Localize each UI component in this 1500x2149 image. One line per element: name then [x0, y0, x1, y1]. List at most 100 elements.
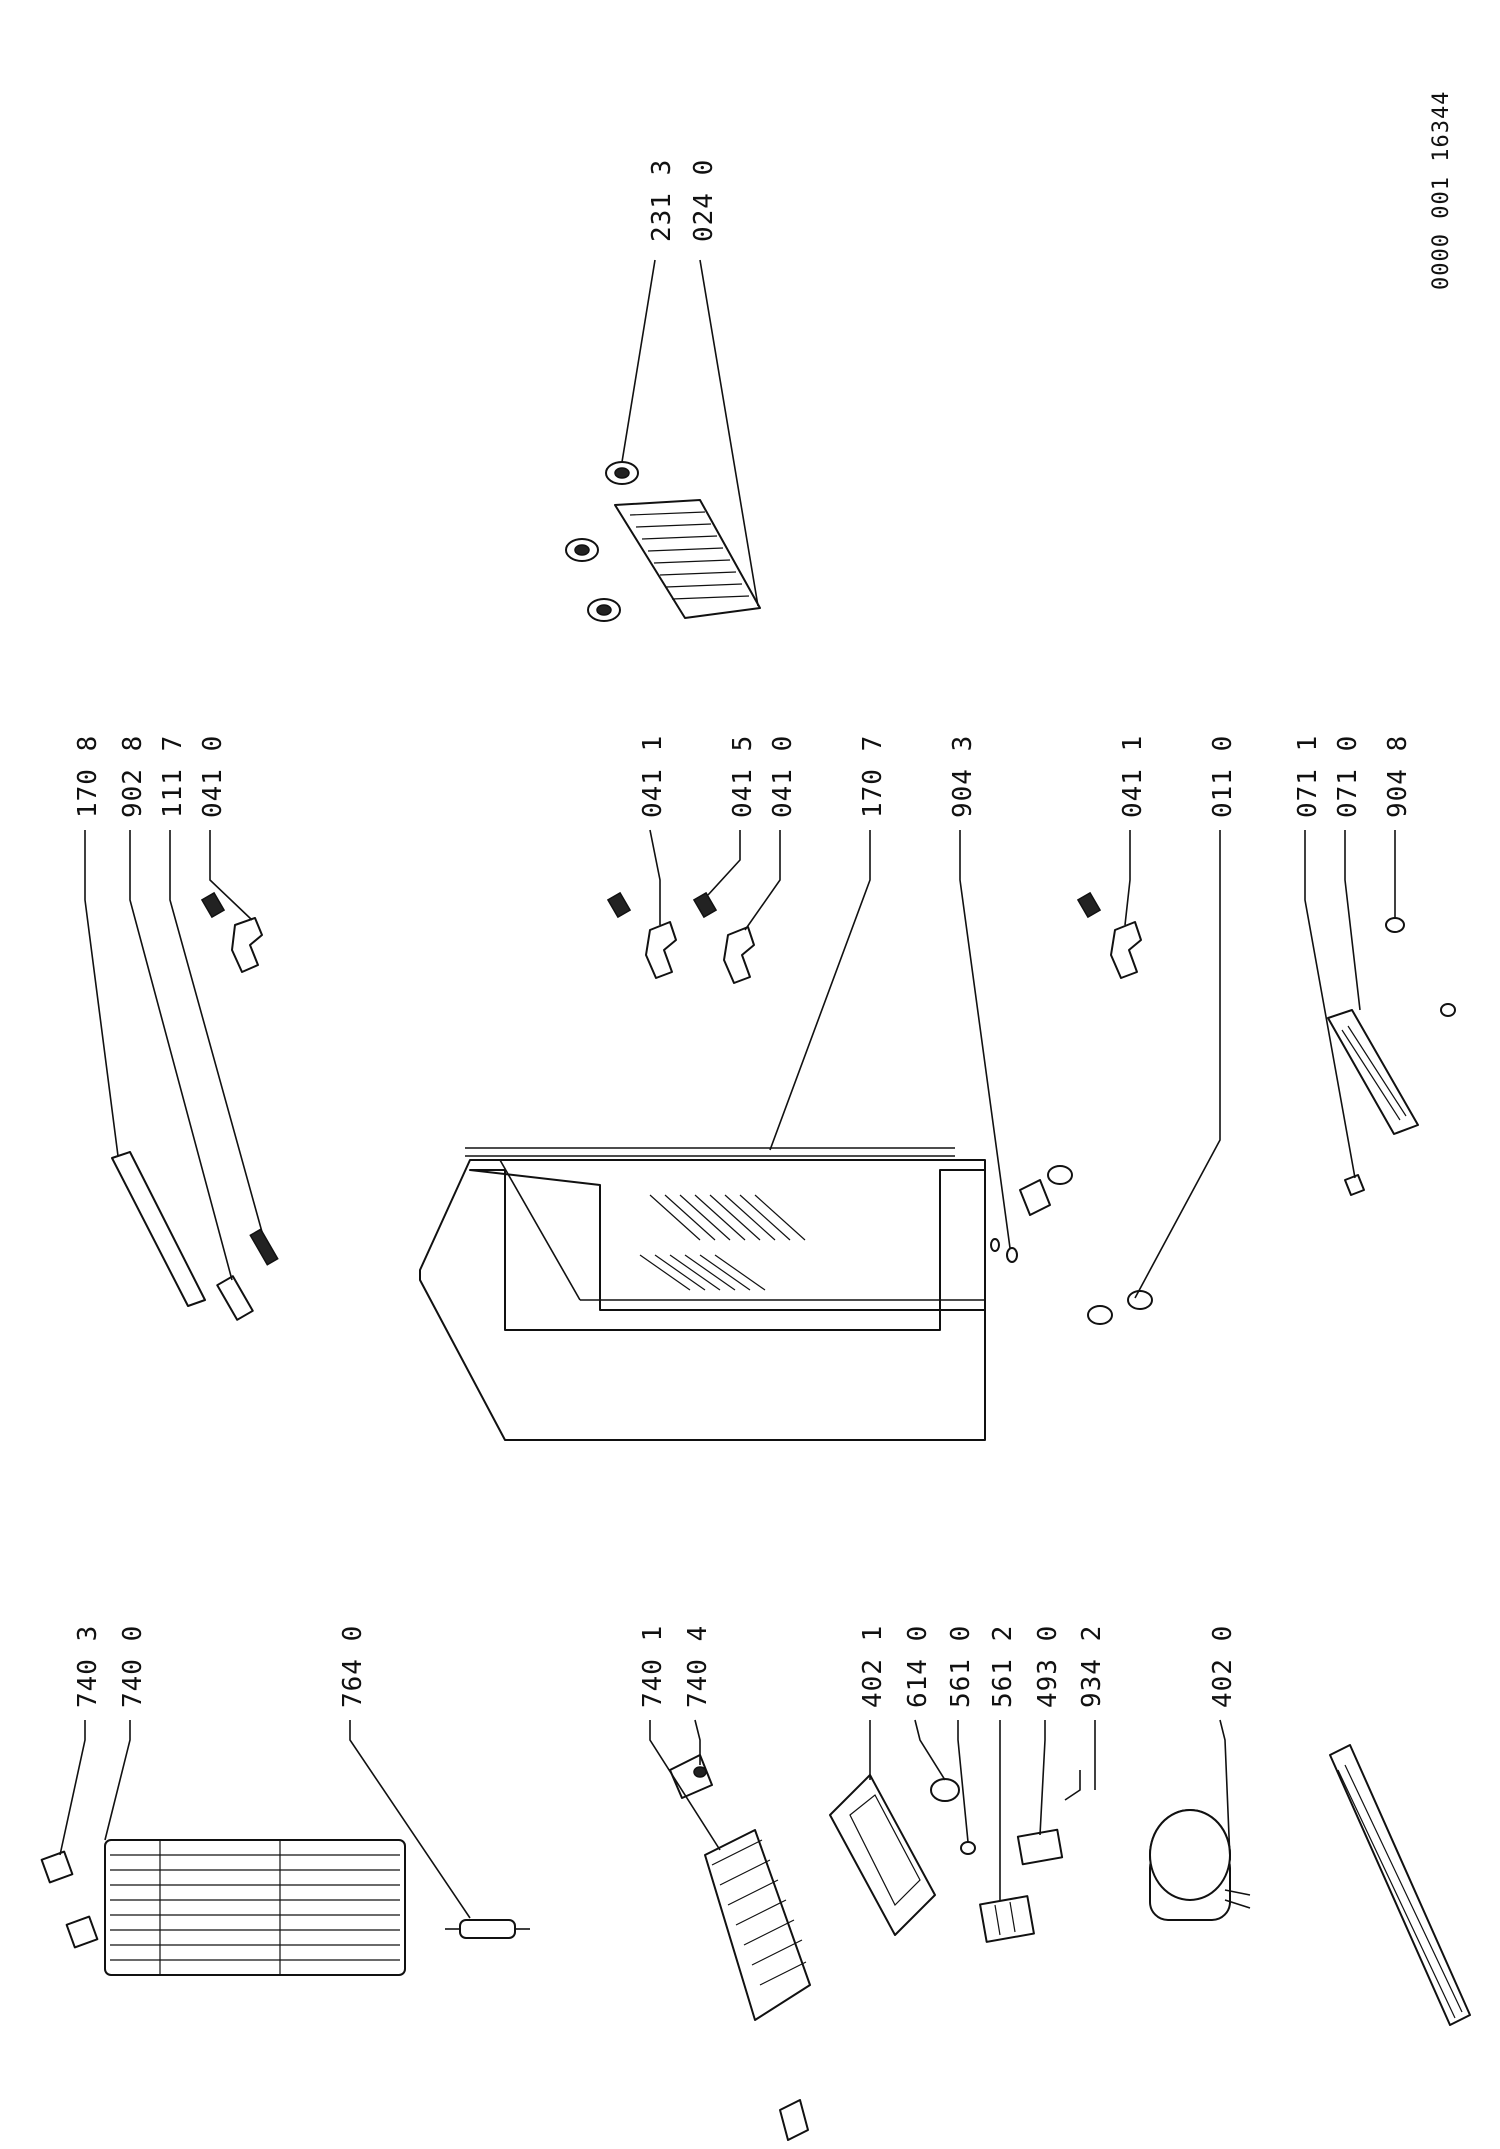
base-rail[interactable] [1329, 1744, 1471, 2026]
evaporator-group: 740 1 740 4 [638, 1625, 811, 2141]
wire-934-2[interactable] [1064, 1770, 1081, 1801]
relay-561-2[interactable] [979, 1895, 1035, 1943]
label-041-1-mid: 041 1 [638, 735, 668, 818]
leader-231-3 [621, 259, 656, 463]
label-902-8: 902 8 [118, 735, 148, 818]
hinge-cap-041-1-lower[interactable] [1076, 891, 1102, 919]
drier-764-0[interactable] [445, 1919, 530, 1939]
shelf-support-lower[interactable] [587, 598, 621, 622]
shelf-support-upper[interactable] [565, 538, 599, 562]
label-614-0: 614 0 [903, 1625, 933, 1708]
leader-041-5 [707, 830, 741, 896]
leader-764-0 [349, 1720, 471, 1919]
label-402-1: 402 1 [858, 1625, 888, 1708]
leader-740-3 [59, 1720, 86, 1856]
leader-740-1 [649, 1720, 721, 1851]
label-740-0: 740 0 [118, 1625, 148, 1708]
label-764-0: 764 0 [338, 1625, 368, 1708]
hinge-041-1-lower[interactable] [1110, 921, 1142, 979]
leader-024-0 [699, 259, 759, 607]
foot-bracket[interactable] [1019, 1179, 1051, 1216]
electrical-group: 402 1 614 0 561 0 561 2 493 0 934 2 [829, 1625, 1107, 1943]
label-170-7: 170 7 [858, 735, 888, 818]
door-parts-top: 170 8 902 8 111 7 041 0 [73, 735, 279, 1321]
leader-041-0-top [209, 830, 253, 921]
leader-493-0 [1039, 1720, 1046, 1836]
door-strip-170-8[interactable] [111, 1151, 206, 1307]
leader-111-7 [169, 830, 263, 1233]
leveling-foot-011-0[interactable] [1087, 1290, 1153, 1325]
hinge-group-middle: 041 1 041 5 041 0 [606, 735, 798, 984]
shelf-024-0[interactable] [614, 499, 761, 619]
clamp-bracket[interactable] [779, 2099, 809, 2141]
screw-904-3[interactable] [1006, 1247, 1018, 1263]
screw-904-8[interactable] [1385, 917, 1405, 933]
label-071-0: 071 0 [1333, 735, 1363, 818]
label-561-0: 561 0 [946, 1625, 976, 1708]
trim-902-8[interactable] [216, 1275, 254, 1321]
leader-902-8 [129, 830, 233, 1281]
label-904-3: 904 3 [948, 735, 978, 818]
compressor-402-0[interactable] [1149, 1809, 1251, 1921]
label-041-5: 041 5 [728, 735, 758, 818]
condenser-740-0[interactable] [104, 1839, 406, 1976]
leader-904-3 [959, 830, 1011, 1249]
label-402-0: 402 0 [1208, 1625, 1238, 1708]
label-934-2: 934 2 [1077, 1625, 1107, 1708]
cabinet-side-edge [499, 1159, 581, 1301]
leader-041-0-mid [744, 830, 781, 931]
thermostat-071-0[interactable] [1327, 1009, 1419, 1135]
leader-170-7 [769, 830, 871, 1151]
hinge-cap-041-1[interactable] [606, 891, 632, 919]
evaporator-740-1[interactable] [704, 1829, 811, 2021]
thermostat-knob-071-1[interactable] [1344, 1174, 1365, 1196]
label-011-0: 011 0 [1208, 735, 1238, 818]
cabinet-inner-liner [469, 1169, 986, 1331]
leader-561-0 [957, 1720, 969, 1843]
label-740-4: 740 4 [683, 1625, 713, 1708]
leader-041-1-lower [1124, 830, 1131, 926]
label-740-3: 740 3 [73, 1625, 103, 1708]
document-number: 0000 001 16344 [1429, 91, 1454, 290]
leader-740-4 [694, 1719, 701, 1765]
bracket-740-4[interactable] [669, 1754, 713, 1799]
label-041-1-lower: 041 1 [1118, 735, 1148, 818]
hinge-041-1[interactable] [645, 921, 677, 979]
grommet-614-0[interactable] [930, 1778, 960, 1802]
hinge-041-0-top[interactable] [200, 891, 263, 973]
label-071-1: 071 1 [1293, 735, 1323, 818]
label-041-0-top: 041 0 [198, 735, 228, 818]
leader-614-0 [914, 1719, 946, 1781]
condenser-group: 740 3 740 0 764 0 [40, 1625, 530, 1976]
shelf-support-231-3[interactable] [605, 461, 639, 485]
hinge-041-0-mid[interactable] [723, 926, 755, 984]
label-111-7: 111 7 [158, 735, 188, 818]
cover-493-0[interactable] [1016, 1828, 1064, 1866]
right-middle-parts: 904 3 041 1 011 0 071 1 071 0 904 8 [948, 735, 1456, 1325]
label-170-8: 170 8 [73, 735, 103, 818]
hinge-cap-041-5[interactable] [692, 891, 718, 919]
cabinet-evaporator-grille [639, 1194, 806, 1291]
leader-170-8 [84, 830, 119, 1157]
leader-740-0 [104, 1720, 131, 1841]
label-231-3: 231 3 [647, 159, 677, 242]
clip-740-3-b[interactable] [65, 1915, 99, 1949]
leader-071-0 [1344, 830, 1361, 1011]
leader-402-0 [1219, 1719, 1231, 1861]
leader-071-1 [1304, 830, 1356, 1179]
cabinet-170-7[interactable]: 170 7 [419, 735, 986, 1441]
clip-561-0[interactable] [960, 1841, 976, 1855]
part-111-7[interactable] [249, 1228, 279, 1266]
clip-740-3[interactable] [40, 1850, 74, 1884]
foot-knob[interactable] [1047, 1165, 1073, 1185]
label-740-1: 740 1 [638, 1625, 668, 1708]
label-024-0: 024 0 [689, 159, 719, 242]
leader-011-0 [1134, 830, 1221, 1299]
shelf-grille-lines [629, 511, 750, 600]
leader-041-1-mid [649, 829, 661, 925]
screw-904-8-b[interactable] [1440, 1003, 1456, 1017]
drip-tray-402-1[interactable] [829, 1774, 936, 1936]
label-904-8: 904 8 [1383, 735, 1413, 818]
screw-904-3-b[interactable] [990, 1238, 1000, 1252]
